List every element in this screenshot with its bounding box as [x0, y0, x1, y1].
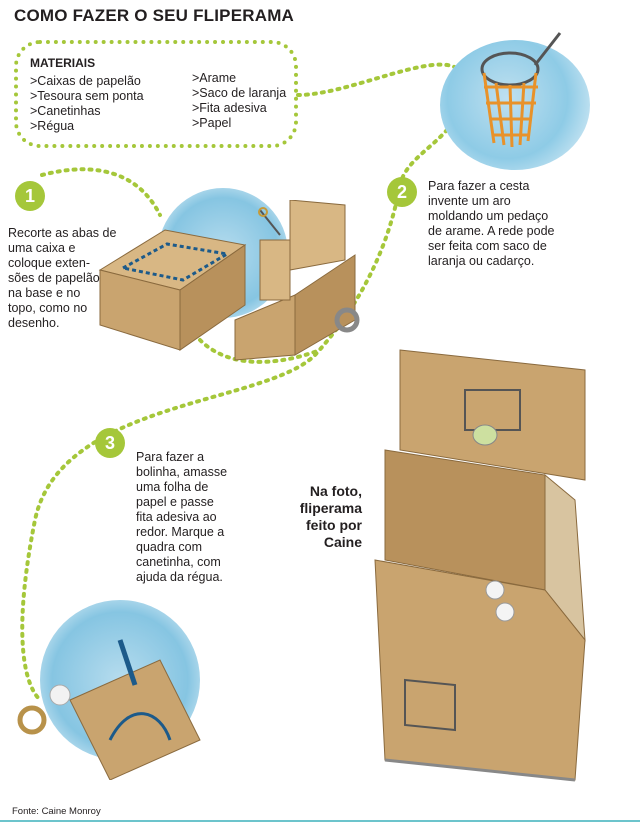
- step-3-text: Para fazer a bolinha, amasse uma folha d…: [136, 450, 227, 585]
- materials-heading: MATERIAIS: [30, 56, 96, 70]
- material-item: >Canetinhas: [30, 104, 101, 118]
- step-2-number: 2: [387, 177, 417, 207]
- step-text-line: moldando um pedaço: [428, 209, 549, 223]
- step-text-line: topo, como no: [8, 301, 88, 315]
- step-1-number: 1: [15, 181, 45, 211]
- cardboard-box-illustration: [98, 200, 360, 361]
- caption-line: Caine: [323, 534, 362, 550]
- step-text-line: Para fazer a cesta: [428, 179, 530, 193]
- step-text-line: na base e no: [8, 286, 81, 300]
- step-text-line: quadra com: [136, 540, 203, 554]
- step-text-line: de arame. A rede pode: [428, 224, 555, 238]
- step-text-line: Recorte as abas de: [8, 226, 117, 240]
- bottom-rule: [0, 820, 640, 822]
- caption-line: feito por: [306, 517, 362, 533]
- material-item: >Caixas de papelão: [30, 74, 141, 88]
- materials-box: [14, 40, 298, 148]
- step-text-line: invente um aro: [428, 194, 511, 208]
- material-item: >Fita adesiva: [192, 101, 267, 115]
- photo-caption: Na foto, fliperama feito por Caine: [270, 483, 362, 551]
- material-item: >Arame: [192, 71, 237, 85]
- fliperama-photo: [374, 349, 586, 782]
- material-item: >Saco de laranja: [192, 86, 287, 100]
- material-item: >Régua: [30, 119, 75, 133]
- step-text-line: redor. Marque a: [136, 525, 225, 539]
- step-text-line: fita adesiva ao: [136, 510, 217, 524]
- caption-line: fliperama: [299, 500, 362, 516]
- step-text-line: Para fazer a: [136, 450, 205, 464]
- court-drawing-illustration: [17, 639, 201, 780]
- caption-line: Na foto,: [309, 483, 362, 499]
- material-item: >Papel: [192, 116, 232, 130]
- step-text-line: canetinha, com: [136, 555, 221, 569]
- step-2-text: Para fazer a cesta invente um aro moldan…: [428, 179, 554, 269]
- watercolor-bubble: [440, 40, 590, 170]
- material-item: >Tesoura sem ponta: [30, 89, 144, 103]
- basket-net-illustration: [480, 32, 562, 148]
- step-text-line: ser feita com saco de: [428, 239, 547, 253]
- source-credit: Fonte: Caine Monroy: [12, 806, 101, 817]
- step-text-line: sões de papelão: [8, 271, 100, 285]
- step-text-line: uma caixa e: [8, 241, 76, 255]
- materials-list-1: >Caixas de papelão >Tesoura sem ponta >C…: [30, 74, 144, 134]
- step-1-text: Recorte as abas de uma caixa e coloque e…: [8, 226, 116, 331]
- step-text-line: ajuda da régua.: [136, 570, 223, 584]
- step-3-number: 3: [95, 428, 125, 458]
- step-text-line: papel e passe: [136, 495, 214, 509]
- step-text-line: bolinha, amasse: [136, 465, 228, 479]
- step-text-line: uma folha de: [136, 480, 209, 494]
- page-title: COMO FAZER O SEU FLIPERAMA: [14, 6, 295, 25]
- step-text-line: desenho.: [8, 316, 60, 330]
- materials-list-2: >Arame >Saco de laranja >Fita adesiva >P…: [192, 71, 286, 131]
- step-text-line: coloque exten-: [8, 256, 91, 270]
- step-text-line: laranja ou cadarço.: [428, 254, 535, 268]
